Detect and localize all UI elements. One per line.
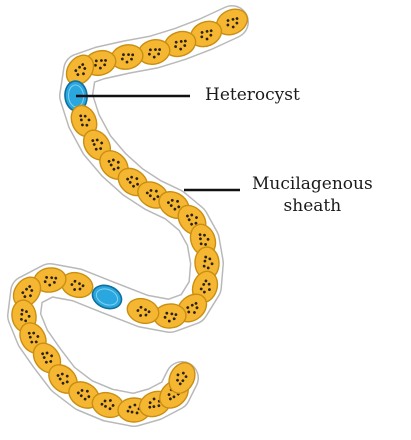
mucilagenous-sheath-label: Mucilagenous sheath (252, 173, 373, 217)
sheath-label-line-1: Mucilagenous (252, 173, 373, 195)
filament-cells (8, 4, 252, 422)
sheath-label-line-2: sheath (252, 195, 373, 217)
heterocyst-label: Heterocyst (205, 84, 300, 106)
